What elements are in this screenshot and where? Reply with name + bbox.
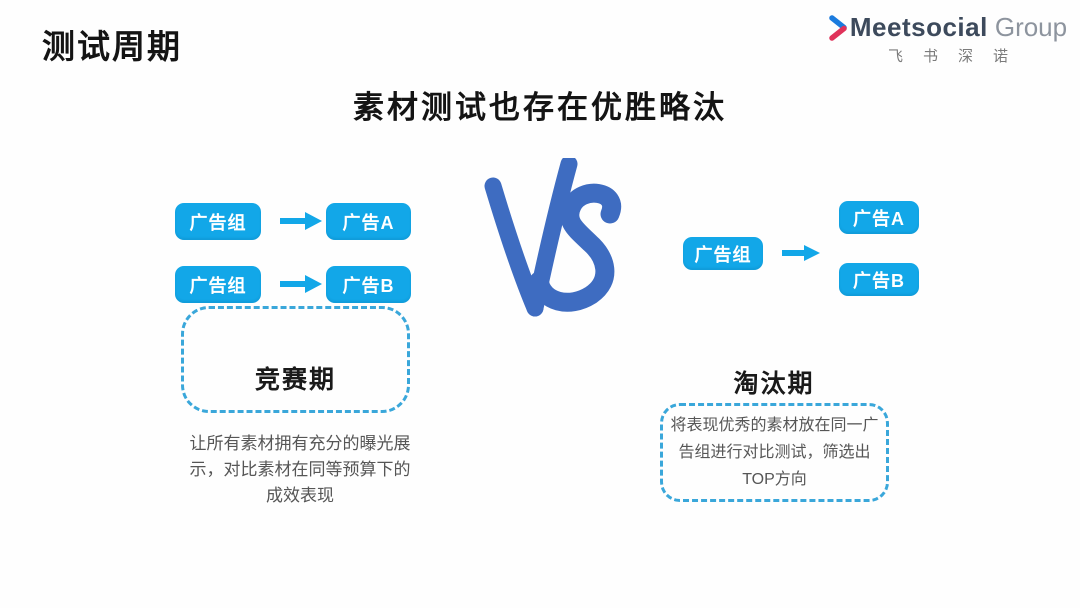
ad-a-pill-left: 广告A: [326, 203, 411, 240]
description-line: 成效表现: [266, 486, 334, 505]
adgroup-pill-right: 广告组: [683, 237, 763, 270]
adgroup-pill-left-row2: 广告组: [175, 266, 261, 303]
slide-heading: 素材测试也存在优胜略汰: [353, 90, 727, 125]
description-line: 将表现优秀的素材放在同一广: [670, 417, 879, 434]
vs-graphic: VS: [466, 158, 638, 328]
page-title: 测试周期: [42, 28, 182, 65]
description-line: 让所有素材拥有充分的曝光展: [189, 434, 411, 453]
arrow-right-icon: [782, 245, 820, 261]
ad-a-pill-right: 广告A: [839, 201, 919, 234]
ad-b-pill-left: 广告B: [326, 266, 411, 303]
ad-b-pill-right: 广告B: [839, 263, 919, 296]
logo-chevron-icon: [829, 14, 847, 41]
competition-phase-label: 竞赛期: [254, 366, 336, 394]
logo-brand-text: Meetsocial: [849, 12, 988, 42]
competition-description: 让所有素材拥有充分的曝光展 示，对比素材在同等预算下的 成效表现: [150, 431, 450, 509]
brand-logo: Meetsocial Group 飞书深诺: [828, 12, 1068, 66]
description-line: TOP方向: [742, 471, 807, 488]
arrow-right-icon: [280, 212, 322, 230]
competition-phase-box: 竞赛期: [181, 306, 410, 413]
description-line: 示，对比素材在同等预算下的: [189, 460, 411, 479]
elimination-phase-label: 淘汰期: [733, 370, 815, 398]
arrow-right-icon: [280, 275, 322, 293]
logo-brand-suffix-text: Group: [994, 12, 1068, 42]
adgroup-pill-left-row1: 广告组: [175, 203, 261, 240]
logo-subtitle: 飞书深诺: [887, 48, 1028, 65]
description-line: 告组进行对比测试，筛选出: [678, 444, 871, 461]
elimination-phase-box: 将表现优秀的素材放在同一广 告组进行对比测试，筛选出 TOP方向: [660, 403, 889, 502]
